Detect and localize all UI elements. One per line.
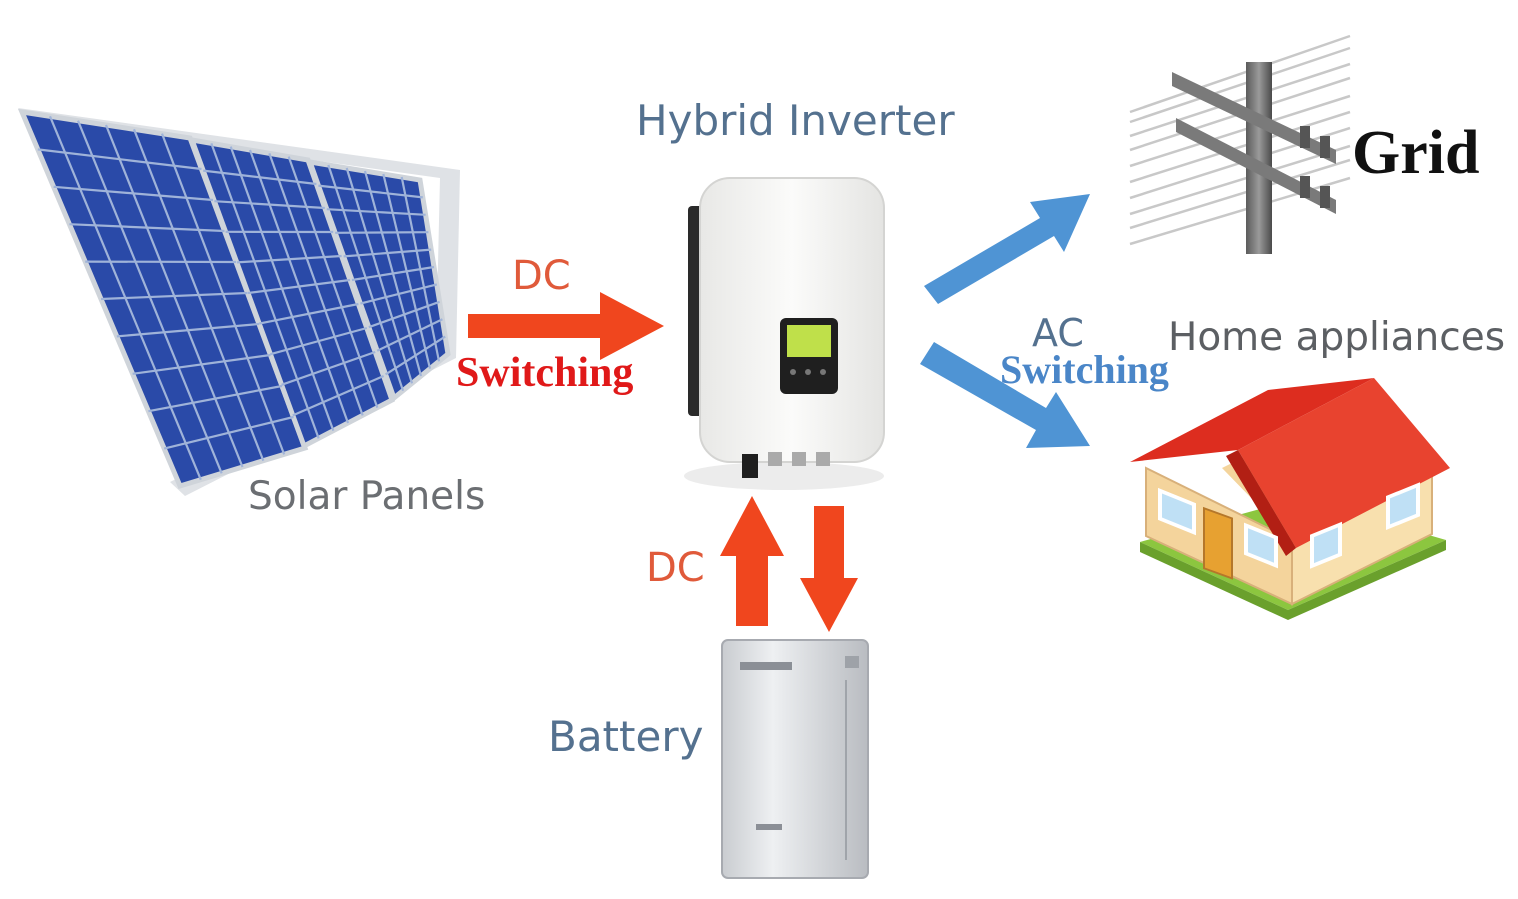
power-pole-icon [1130, 36, 1350, 254]
switching-ac-label: Switching [1000, 350, 1169, 390]
grid-label: Grid [1352, 122, 1479, 184]
dc-arrow-battery-to-inverter [720, 496, 784, 626]
dc-label-top: DC [512, 256, 571, 296]
dc-label-bottom: DC [646, 548, 705, 588]
switching-dc-label: Switching [456, 352, 633, 394]
battery-icon [722, 640, 868, 878]
inverter-icon [684, 178, 884, 490]
dc-arrow-inverter-to-battery [800, 506, 858, 632]
home-appliances-label: Home appliances [1168, 318, 1505, 357]
battery-label: Battery [548, 716, 703, 758]
solar-panels-label: Solar Panels [248, 477, 485, 516]
ac-arrow-to-grid [924, 194, 1090, 304]
solar-panel-icon [18, 108, 460, 496]
hybrid-inverter-label: Hybrid Inverter [636, 100, 955, 142]
house-icon [1130, 378, 1450, 620]
